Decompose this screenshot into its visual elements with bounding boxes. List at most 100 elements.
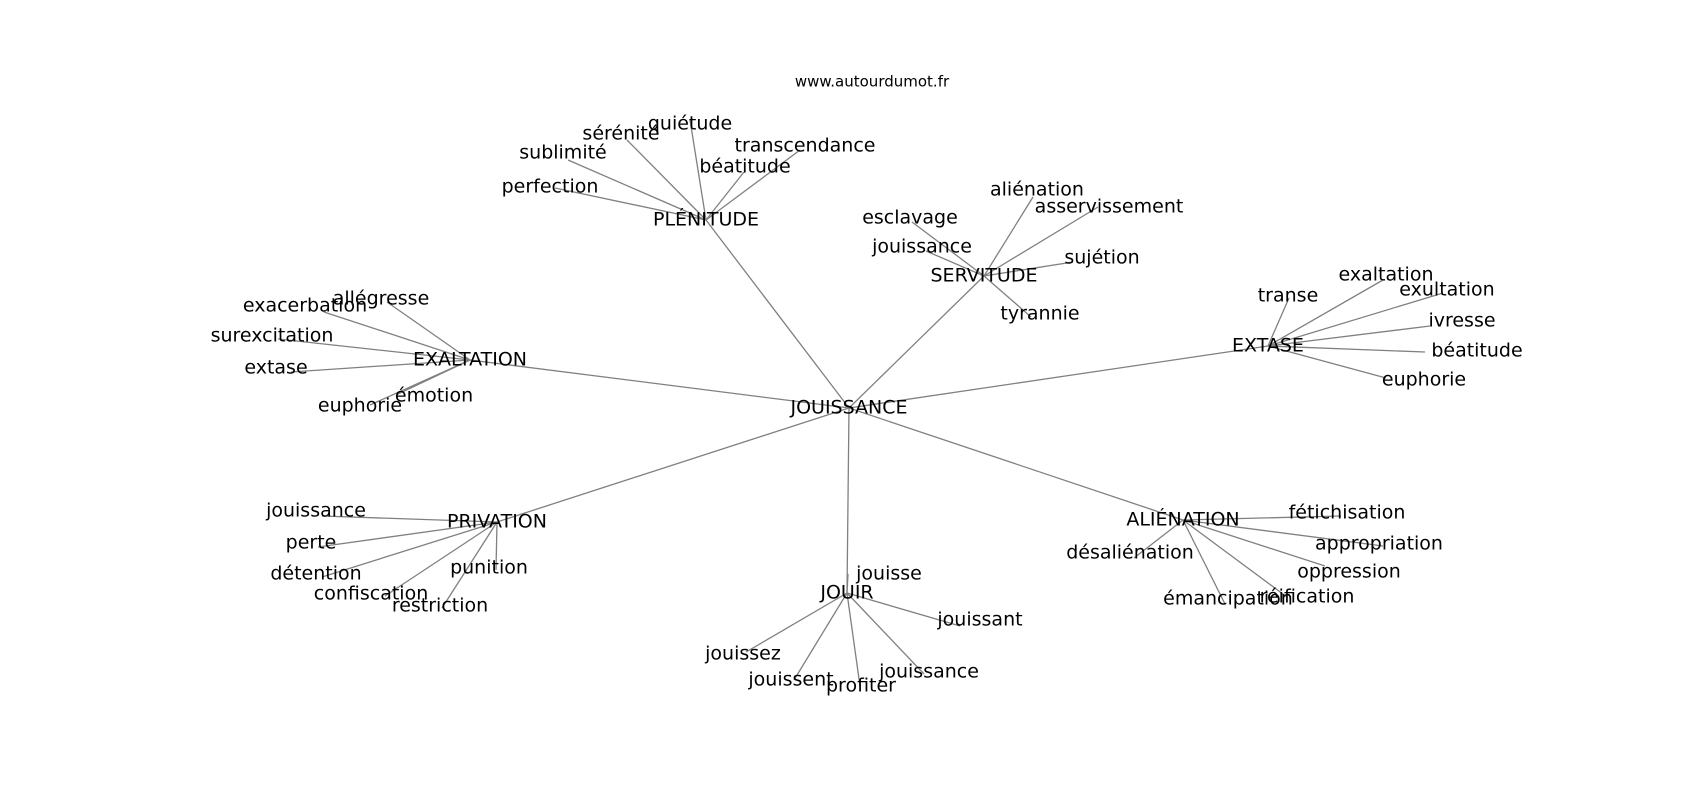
- edge-extase-exaltation: [1267, 279, 1384, 347]
- node-leaf-jouir-jouisse[interactable]: jouisse: [855, 563, 922, 585]
- node-leaf-jouir-jouissez[interactable]: jouissez: [704, 643, 781, 665]
- edge-servitude-tyrannie: [983, 275, 1032, 318]
- edge-privation-perte: [317, 521, 498, 548]
- edge-jouir-jouissance: [846, 592, 925, 675]
- edge-privation-punition: [495, 521, 498, 571]
- node-leaf-extase-exaltation[interactable]: exaltation: [1338, 264, 1433, 286]
- edge-privation-restriction: [441, 521, 498, 609]
- edge-extase-euphorie: [1267, 345, 1387, 379]
- node-leaf-privation-punition[interactable]: punition: [450, 557, 528, 579]
- node-leaf-jouir-jouissent[interactable]: jouissent: [747, 669, 833, 691]
- graph-labels: JOUISSANCE PLÉNITUDE quiétudesérénitésubli…: [211, 113, 1523, 697]
- edge-plenitude-perfection: [554, 187, 707, 221]
- edge-extase-transe: [1267, 297, 1290, 347]
- node-leaf-plenitude-sublimite[interactable]: sublimité: [519, 142, 607, 164]
- node-leaf-jouir-jouissant[interactable]: jouissant: [936, 609, 1022, 631]
- node-leaf-exaltation-exacerbation[interactable]: exacerbation: [243, 295, 367, 317]
- node-hub-exaltation[interactable]: EXALTATION: [413, 349, 527, 371]
- node-hub-privation[interactable]: PRIVATION: [447, 511, 547, 533]
- node-leaf-servitude-alienation[interactable]: aliénation: [990, 179, 1084, 201]
- node-hub-servitude[interactable]: SERVITUDE: [931, 265, 1038, 287]
- edge-exaltation-euphorie: [369, 359, 471, 406]
- edge-center-servitude: [848, 275, 985, 409]
- node-leaf-plenitude-perfection[interactable]: perfection: [502, 176, 599, 198]
- edge-center-privation: [496, 407, 850, 523]
- edge-center-exaltation: [469, 359, 850, 409]
- edge-servitude-asservissement: [983, 206, 1099, 277]
- edge-extase-ivresse: [1267, 325, 1431, 347]
- node-leaf-alienation-emancipation[interactable]: émancipation: [1163, 588, 1293, 610]
- edge-plenitude-serenite: [626, 139, 707, 221]
- node-hub-jouir[interactable]: JOUIR: [819, 582, 873, 604]
- edge-alienation-emancipation: [1182, 519, 1226, 605]
- node-leaf-alienation-oppression[interactable]: oppression: [1297, 561, 1401, 583]
- node-leaf-servitude-jouissance[interactable]: jouissance: [871, 236, 972, 258]
- node-leaf-servitude-esclavage[interactable]: esclavage: [862, 207, 958, 229]
- edge-plenitude-beatitude: [705, 171, 745, 221]
- edge-jouir-jouissant: [846, 592, 961, 627]
- node-leaf-exaltation-euphorie[interactable]: euphorie: [318, 395, 402, 417]
- edge-servitude-esclavage: [911, 221, 985, 277]
- node-leaf-extase-euphorie[interactable]: euphorie: [1382, 369, 1466, 391]
- edge-exaltation-extase: [290, 359, 471, 373]
- site-url-label: www.autourdumot.fr: [795, 73, 950, 91]
- node-leaf-plenitude-transcendance[interactable]: transcendance: [735, 135, 876, 157]
- edge-center-jouir: [846, 407, 850, 594]
- edge-alienation-oppression: [1182, 519, 1326, 567]
- node-leaf-exaltation-extase[interactable]: extase: [244, 357, 307, 379]
- node-leaf-privation-restriction[interactable]: restriction: [392, 595, 488, 617]
- edge-alienation-reification: [1182, 519, 1288, 598]
- node-hub-alienation[interactable]: ALIÉNATION: [1126, 508, 1239, 531]
- node-leaf-jouir-profiter[interactable]: profiter: [826, 675, 896, 697]
- node-leaf-privation-jouissance[interactable]: jouissance: [265, 500, 366, 522]
- node-leaf-servitude-sujetion[interactable]: sujétion: [1064, 247, 1139, 269]
- edge-servitude-sujetion: [983, 261, 1074, 277]
- edge-center-plenitude: [705, 219, 850, 409]
- edge-servitude-alienation: [983, 196, 1034, 277]
- node-leaf-privation-perte[interactable]: perte: [286, 532, 337, 554]
- node-leaf-exaltation-allegresse[interactable]: allégresse: [333, 288, 430, 310]
- edge-plenitude-sublimite: [567, 159, 707, 221]
- node-leaf-jouir-jouissance[interactable]: jouissance: [878, 661, 979, 683]
- node-leaf-servitude-tyrannie[interactable]: tyrannie: [1000, 303, 1079, 325]
- node-leaf-alienation-desalienation[interactable]: désaliénation: [1066, 542, 1194, 564]
- node-leaf-plenitude-quietude[interactable]: quiétude: [648, 113, 732, 135]
- edge-extase-beatitude: [1267, 345, 1426, 353]
- edge-plenitude-quietude: [689, 119, 707, 221]
- edge-exaltation-exacerbation: [323, 311, 471, 361]
- node-leaf-servitude-asservissement[interactable]: asservissement: [1035, 196, 1184, 218]
- node-leaf-extase-exultation[interactable]: exultation: [1399, 279, 1494, 301]
- edge-privation-jouissance: [321, 515, 498, 523]
- edge-exaltation-surexcitation: [277, 338, 471, 361]
- edge-jouir-jouissez: [745, 592, 848, 653]
- edge-jouir-jouisse: [846, 573, 849, 594]
- node-leaf-alienation-fetichisation[interactable]: fétichisation: [1289, 502, 1406, 524]
- edge-jouir-profiter: [846, 592, 861, 687]
- node-leaf-exaltation-emotion[interactable]: émotion: [395, 385, 473, 407]
- node-leaf-privation-detention[interactable]: détention: [270, 563, 361, 585]
- edge-privation-detention: [321, 521, 498, 578]
- node-leaf-extase-transe[interactable]: transe: [1258, 285, 1319, 307]
- edge-exaltation-allegresse: [386, 301, 471, 361]
- node-leaf-extase-beatitude[interactable]: béatitude: [1431, 340, 1522, 362]
- graph-edges: [277, 119, 1444, 687]
- node-leaf-exaltation-surexcitation[interactable]: surexcitation: [211, 325, 334, 347]
- edge-alienation-fetichisation: [1182, 515, 1342, 521]
- node-leaf-plenitude-serenite[interactable]: sérénité: [582, 123, 659, 145]
- node-center-jouissance[interactable]: JOUISSANCE: [789, 397, 907, 419]
- node-leaf-extase-ivresse[interactable]: ivresse: [1428, 310, 1495, 332]
- edge-privation-confiscation: [384, 521, 498, 597]
- edge-jouir-jouissent: [793, 592, 848, 681]
- node-leaf-alienation-appropriation[interactable]: appropriation: [1315, 533, 1443, 555]
- edge-center-alienation: [848, 407, 1184, 521]
- node-hub-extase[interactable]: EXTASE: [1232, 335, 1304, 357]
- edge-extase-exultation: [1267, 292, 1444, 347]
- edge-alienation-desalienation: [1133, 519, 1184, 559]
- edge-servitude-jouissance: [925, 250, 985, 277]
- node-leaf-privation-confiscation[interactable]: confiscation: [314, 583, 428, 605]
- node-leaf-plenitude-beatitude[interactable]: béatitude: [699, 156, 790, 178]
- node-leaf-alienation-reification[interactable]: réification: [1260, 586, 1355, 608]
- edge-center-extase: [848, 345, 1269, 409]
- node-hub-plenitude[interactable]: PLÉNITUDE: [653, 208, 759, 231]
